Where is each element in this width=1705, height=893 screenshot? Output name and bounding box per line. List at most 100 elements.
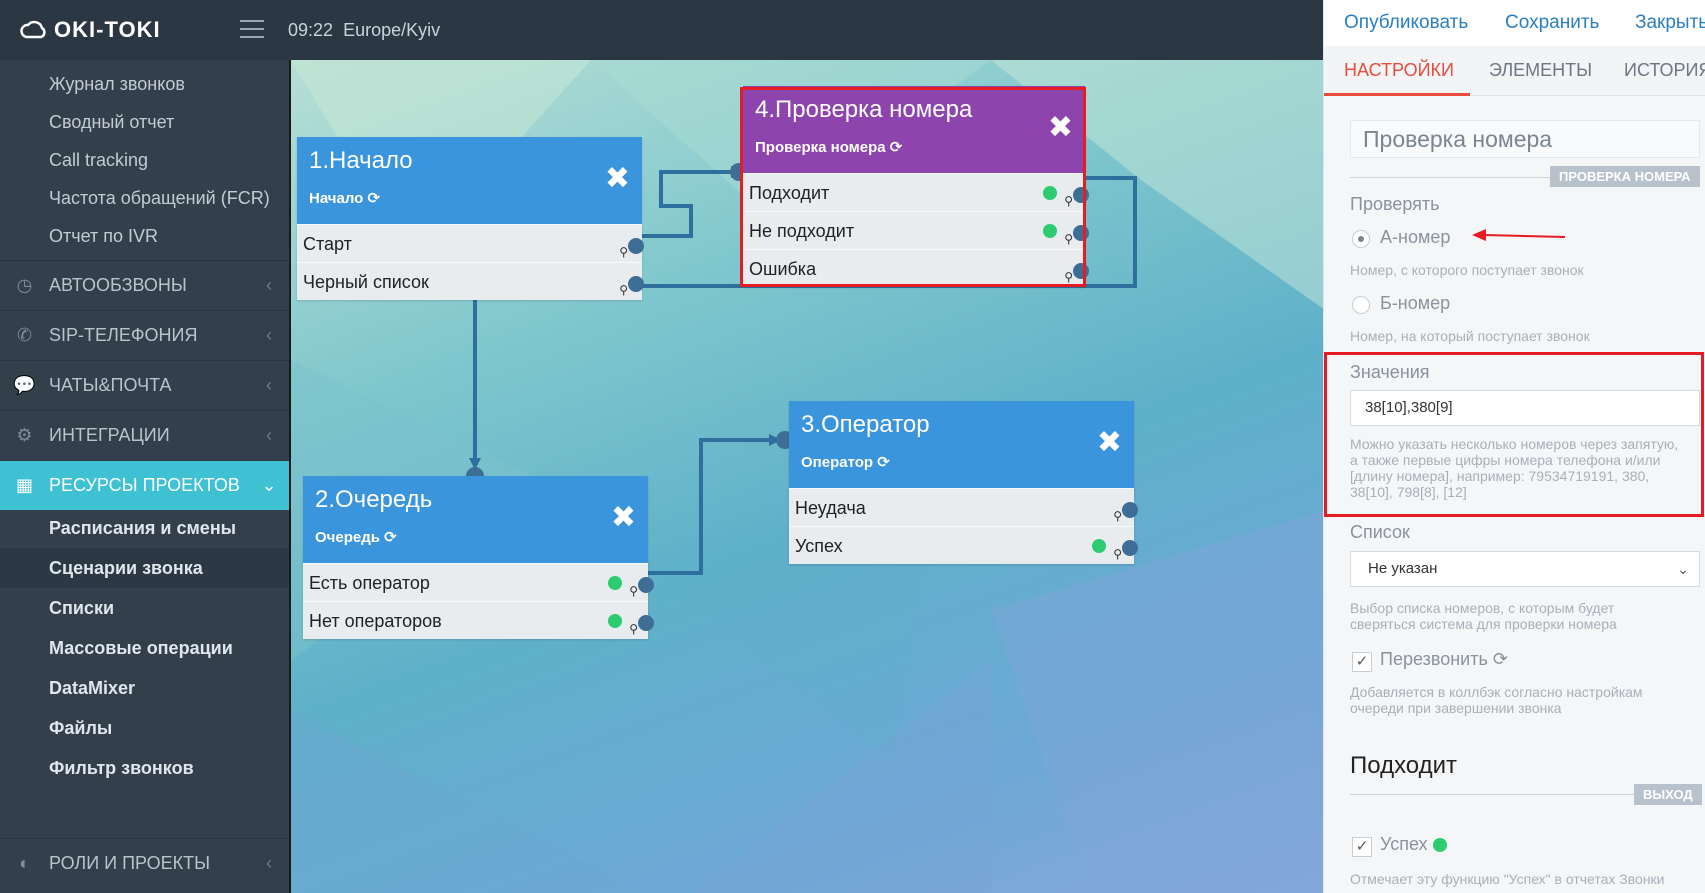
sidebar-sub-datamixer[interactable]: DataMixer [49,678,136,698]
element-name-input[interactable]: Проверка номера [1350,120,1700,158]
logo[interactable]: OKI-TOKI [20,17,161,43]
close-icon[interactable]: ✖ [610,501,636,534]
link-icon: ⚲ [1064,232,1073,246]
node-header: 3.Оператор Оператор ⟳ ✖ [789,401,1134,488]
sidebar-section-roles[interactable]: ◐ РОЛИ И ПРОЕКТЫ ‹ [0,838,289,888]
sidebar-sub-scenarios[interactable]: Сценарии звонка [49,558,203,578]
node-subtitle-text: Начало [309,190,364,207]
output-port[interactable] [638,577,654,593]
success-checkbox[interactable]: ✓ [1352,837,1372,857]
node-output-row: Старт⚲ [297,224,644,262]
refresh-icon[interactable]: ⟳ [367,190,381,207]
close-icon[interactable]: ✖ [1096,426,1122,459]
chevron-left-icon: ‹ [266,325,272,345]
output-port[interactable] [628,238,644,254]
radio-a-number-label[interactable]: А-номер [1380,227,1451,247]
node-start[interactable]: 1.Начало Начало ⟳ ✖ Старт⚲ Черный список… [297,137,644,300]
link-icon: ⚲ [1113,547,1122,561]
sidebar: Журнал звонков Сводный отчет Call tracki… [0,60,289,893]
chat-icon: 💬 [13,375,36,395]
node-check-number[interactable]: 4.Проверка номера Проверка номера ⟳ ✖ По… [743,86,1089,287]
logo-text: OKI-TOKI [54,17,161,42]
node-header: 2.Очередь Очередь ⟳ ✖ [303,476,648,563]
refresh-icon[interactable]: ⟳ [384,529,397,546]
radio-a-help: Номер, с которого поступает звонок [1350,262,1584,278]
success-dot-icon [608,614,622,628]
output-port[interactable] [638,615,654,631]
output-port[interactable] [628,276,644,292]
node-operator[interactable]: 3.Оператор Оператор ⟳ ✖ Неудача⚲ Успех⚲ [789,401,1138,564]
radio-a-number[interactable] [1352,230,1370,248]
sidebar-sub-bulk[interactable]: Массовые операции [49,638,233,658]
output-badge: ВЫХОД [1634,784,1702,805]
sidebar-item-call-tracking[interactable]: Call tracking [49,150,149,170]
output-port[interactable] [1122,540,1138,556]
link-icon: ⚲ [629,622,638,636]
node-subtitle-text: Очередь [315,529,380,546]
tab-elements[interactable]: ЭЛЕМЕНТЫ [1489,60,1593,80]
node-title: 3.Оператор [801,411,930,438]
sidebar-item-call-log[interactable]: Журнал звонков [49,74,185,94]
node-output-row: Есть оператор⚲ [303,563,654,601]
publish-button[interactable]: Опубликовать [1344,12,1469,33]
sidebar-item-summary[interactable]: Сводный отчет [49,112,175,132]
sidebar-section-resources[interactable]: ▦ РЕСУРСЫ ПРОЕКТОВ ⌄ [0,460,289,510]
chevron-down-icon: ⌄ [1677,561,1689,577]
radio-b-number[interactable] [1352,296,1370,314]
recall-label[interactable]: Перезвонить ⟳ [1380,649,1508,670]
chevron-left-icon: ‹ [266,375,272,395]
recall-label-text: Перезвонить [1380,649,1488,669]
section-label: АВТООБЗВОНЫ [49,275,187,295]
radio-b-number-label[interactable]: Б-номер [1380,293,1451,313]
node-output-row: Не подходит ⚲ [743,211,1089,249]
panel-tabs: НАСТРОЙКИ ЭЛЕМЕНТЫ ИСТОРИЯ [1324,46,1705,96]
close-button[interactable]: Закрыть [1635,12,1705,33]
element-type-badge: ПРОВЕРКА НОМЕРА [1550,166,1700,187]
output-label: Не подходит [749,221,855,241]
refresh-icon[interactable]: ⟳ [889,139,903,156]
sidebar-sub-lists[interactable]: Списки [49,598,115,618]
values-input[interactable]: 38[10],380[9] [1350,390,1700,426]
chevron-down-icon: ⌄ [261,475,277,495]
node-queue[interactable]: 2.Очередь Очередь ⟳ ✖ Есть оператор⚲ Нет… [303,476,654,639]
node-subtitle: Начало ⟳ [309,189,380,207]
output-label: Нет операторов [309,611,442,631]
clock-icon: ◷ [16,275,33,295]
divider [1350,177,1700,178]
node-subtitle: Оператор ⟳ [801,453,890,471]
close-icon[interactable]: ✖ [1047,111,1073,144]
link-icon: ⚲ [1113,509,1122,523]
refresh-icon[interactable]: ⟳ [877,454,890,471]
menu-toggle-icon[interactable] [240,20,264,38]
link-icon: ⚲ [1064,270,1073,284]
tab-settings[interactable]: НАСТРОЙКИ [1344,60,1454,80]
save-button[interactable]: Сохранить [1505,12,1600,33]
section-label: ЧАТЫ&ПОЧТА [49,375,172,395]
sidebar-section-autodial[interactable]: ◷ АВТООБЗВОНЫ ‹ [0,260,289,310]
output-section-title: Подходит [1350,752,1458,779]
success-label[interactable]: Успех [1380,834,1447,855]
tab-history[interactable]: ИСТОРИЯ [1624,60,1705,80]
phone-icon: ✆ [16,325,33,345]
sidebar-section-integrations[interactable]: ⚙ ИНТЕГРАЦИИ ‹ [0,410,289,460]
sidebar-section-chats[interactable]: 💬 ЧАТЫ&ПОЧТА ‹ [0,360,289,410]
settings-panel: Опубликовать Сохранить Закрыть НАСТРОЙКИ… [1323,0,1705,893]
list-select-value: Не указан [1368,560,1438,577]
sidebar-item-ivr-report[interactable]: Отчет по IVR [49,226,159,246]
success-dot-icon [1092,539,1106,553]
output-port[interactable] [1122,502,1138,518]
list-help: Выбор списка номеров, с которым будет св… [1350,600,1617,632]
close-icon[interactable]: ✖ [604,162,630,195]
node-title: 4.Проверка номера [755,96,973,123]
scenario-canvas[interactable]: 1.Начало Начало ⟳ ✖ Старт⚲ Черный список… [289,60,1323,893]
sidebar-sub-files[interactable]: Файлы [49,718,113,738]
sidebar-section-sip[interactable]: ✆ SIP-ТЕЛЕФОНИЯ ‹ [0,310,289,360]
sidebar-sub-schedules[interactable]: Расписания и смены [49,518,237,538]
output-label: Успех [795,536,843,556]
sidebar-item-fcr[interactable]: Частота обращений (FCR) [49,188,270,208]
cloud-logo-icon [20,20,46,39]
recall-checkbox[interactable]: ✓ [1352,652,1372,672]
sidebar-sub-call-filter[interactable]: Фильтр звонков [49,758,194,778]
list-select[interactable]: Не указан ⌄ [1350,551,1700,587]
